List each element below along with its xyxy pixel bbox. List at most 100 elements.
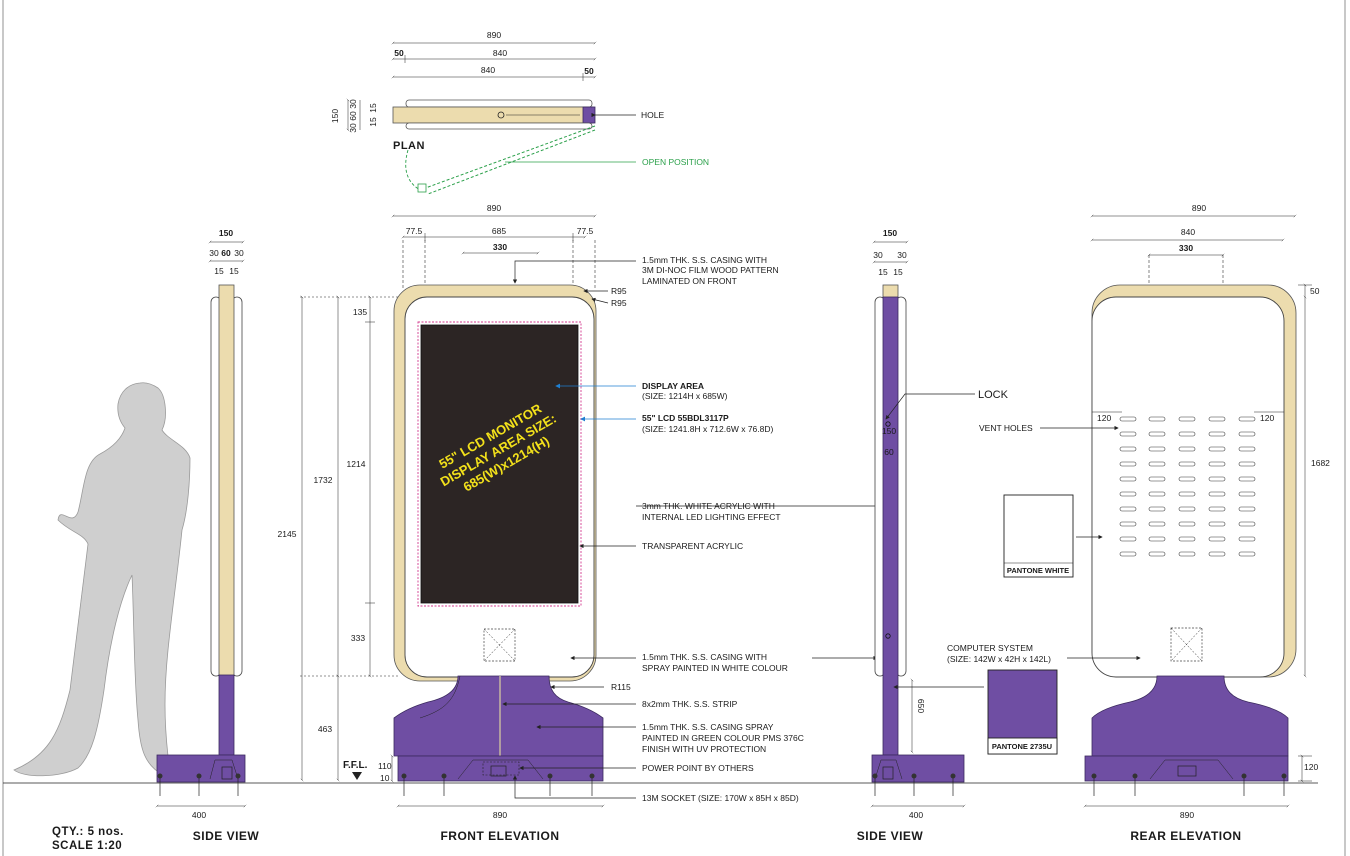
vent-hole <box>1208 461 1226 467</box>
dim-463: 463 <box>318 724 332 734</box>
transparent-label: TRANSPARENT ACRYLIC <box>642 541 743 551</box>
plan-dim-50-left: 50 <box>394 48 404 58</box>
human-figure-silhouette <box>13 382 191 778</box>
rear-dim-120-right: 120 <box>1260 413 1274 423</box>
front-base-890: 890 <box>493 810 507 820</box>
vent-hole <box>1208 416 1226 422</box>
pantone-purple-label-box <box>987 737 1058 755</box>
plan-front-panel <box>405 99 593 108</box>
vent-hole <box>1148 416 1166 422</box>
vent-hole <box>1148 476 1166 482</box>
casing-wood-line2: 3M DI-NOC FILM WOOD PATTERN <box>642 265 779 275</box>
front-display-border <box>417 321 582 607</box>
side-right-feet <box>872 773 956 796</box>
vent-hole <box>1119 506 1137 512</box>
side-right-dim-30a: 30 <box>873 250 883 260</box>
front-logo-box <box>483 628 516 662</box>
casing-wood-line3: LAMINATED ON FRONT <box>642 276 737 286</box>
side-left-dim-30a: 30 <box>209 248 219 258</box>
power-label: POWER POINT BY OTHERS <box>642 763 754 773</box>
vent-hole <box>1119 476 1137 482</box>
vent-hole <box>1238 506 1256 512</box>
plan-depth-150: 150 <box>330 109 340 123</box>
vent-hole <box>1238 431 1256 437</box>
vent-hole <box>1148 536 1166 542</box>
casing-green-line2: PAINTED IN GREEN COLOUR PMS 376C <box>642 733 804 743</box>
front-dim-77-right: 77.5 <box>577 226 594 236</box>
vent-hole <box>1178 521 1196 527</box>
plan-view: 890 50 840 840 50 150 30 60 30 15 15 HOL… <box>330 30 709 195</box>
plan-dim-840-bottom: 840 <box>481 65 495 75</box>
rear-dim-330: 330 <box>1179 243 1193 253</box>
rear-pedestal <box>1091 675 1289 757</box>
vent-hole <box>1148 491 1166 497</box>
vent-hole <box>1238 551 1256 557</box>
vent-hole <box>1178 461 1196 467</box>
side-left-dim-15a: 15 <box>214 266 224 276</box>
vent-hole <box>1119 551 1137 557</box>
lcd-size: (SIZE: 1241.8H x 712.6W x 76.8D) <box>642 424 774 434</box>
dim-2145: 2145 <box>278 529 297 539</box>
vent-hole <box>1238 461 1256 467</box>
vent-hole <box>1178 506 1196 512</box>
lock-label: LOCK <box>978 389 1009 401</box>
vent-hole <box>1148 446 1166 452</box>
vent-hole <box>1148 506 1166 512</box>
side-right-base-400: 400 <box>909 810 923 820</box>
rear-socket <box>1177 765 1197 777</box>
casing-green-line1: 1.5mm THK. S.S. CASING SPRAY <box>642 722 774 732</box>
vent-hole <box>1119 521 1137 527</box>
vent-hole <box>1238 521 1256 527</box>
side-right-title: SIDE VIEW <box>857 829 924 843</box>
rear-white-panel <box>1091 296 1285 678</box>
dim-1732: 1732 <box>314 475 333 485</box>
plan-depth-60: 60 <box>348 111 358 121</box>
side-left-dim-60: 60 <box>221 248 231 258</box>
acrylic-line1: 3mm THK. WHITE ACRYLIC WITH <box>642 501 775 511</box>
vent-hole <box>1178 551 1196 557</box>
front-power-point <box>482 761 520 776</box>
side-right-dim-150v: 150 <box>882 426 896 436</box>
vent-hole <box>1119 461 1137 467</box>
side-right-spine <box>882 296 899 756</box>
vent-hole <box>1238 476 1256 482</box>
side-view-left: 150 30 60 30 15 15 400 SIDE VIEW <box>155 228 260 843</box>
rear-base-recess <box>1149 759 1234 780</box>
vent-hole <box>1178 431 1196 437</box>
plan-dim-50-right: 50 <box>584 66 594 76</box>
rear-dim-1682: 1682 <box>1311 458 1330 468</box>
vent-hole <box>1238 416 1256 422</box>
dim-1214: 1214 <box>347 459 366 469</box>
vent-hole <box>1238 491 1256 497</box>
plan-title: PLAN <box>393 140 425 152</box>
vent-hole <box>1208 521 1226 527</box>
side-left-base-400: 400 <box>192 810 206 820</box>
plan-hinge-block <box>582 106 596 124</box>
plan-hole <box>497 111 505 119</box>
plan-depth-15a: 15 <box>368 103 378 113</box>
front-base-recess <box>457 759 544 780</box>
r95-label-1: R95 <box>611 286 627 296</box>
front-logo-cross <box>483 628 516 662</box>
scale-note: SCALE 1:20 <box>52 840 122 852</box>
front-dim-685: 685 <box>492 226 506 236</box>
open-position-arc <box>405 149 421 191</box>
casing-wood-leader <box>512 260 636 284</box>
side-left-socket-frame <box>209 759 239 780</box>
casing-green-line3: FINISH WITH UV PROTECTION <box>642 744 766 754</box>
side-left-title: SIDE VIEW <box>193 829 260 843</box>
pantone-white-label: PANTONE WHITE <box>1007 566 1069 575</box>
vent-hole <box>1119 416 1137 422</box>
side-right-socket-frame <box>874 759 903 780</box>
plan-dim-840-top: 840 <box>493 48 507 58</box>
vent-hole <box>1238 446 1256 452</box>
vent-hole <box>1178 476 1196 482</box>
side-right-dim-650: 650 <box>916 699 926 713</box>
side-right-dim-15b: 15 <box>893 267 903 277</box>
ffl-label: F.F.L. <box>343 760 368 771</box>
vent-hole <box>1119 431 1137 437</box>
vent-hole <box>1208 551 1226 557</box>
pantone-white-swatch <box>1003 494 1074 578</box>
height-dimensions: 2145 1732 463 135 1214 333 F.F.L. 110 10 <box>278 295 400 783</box>
